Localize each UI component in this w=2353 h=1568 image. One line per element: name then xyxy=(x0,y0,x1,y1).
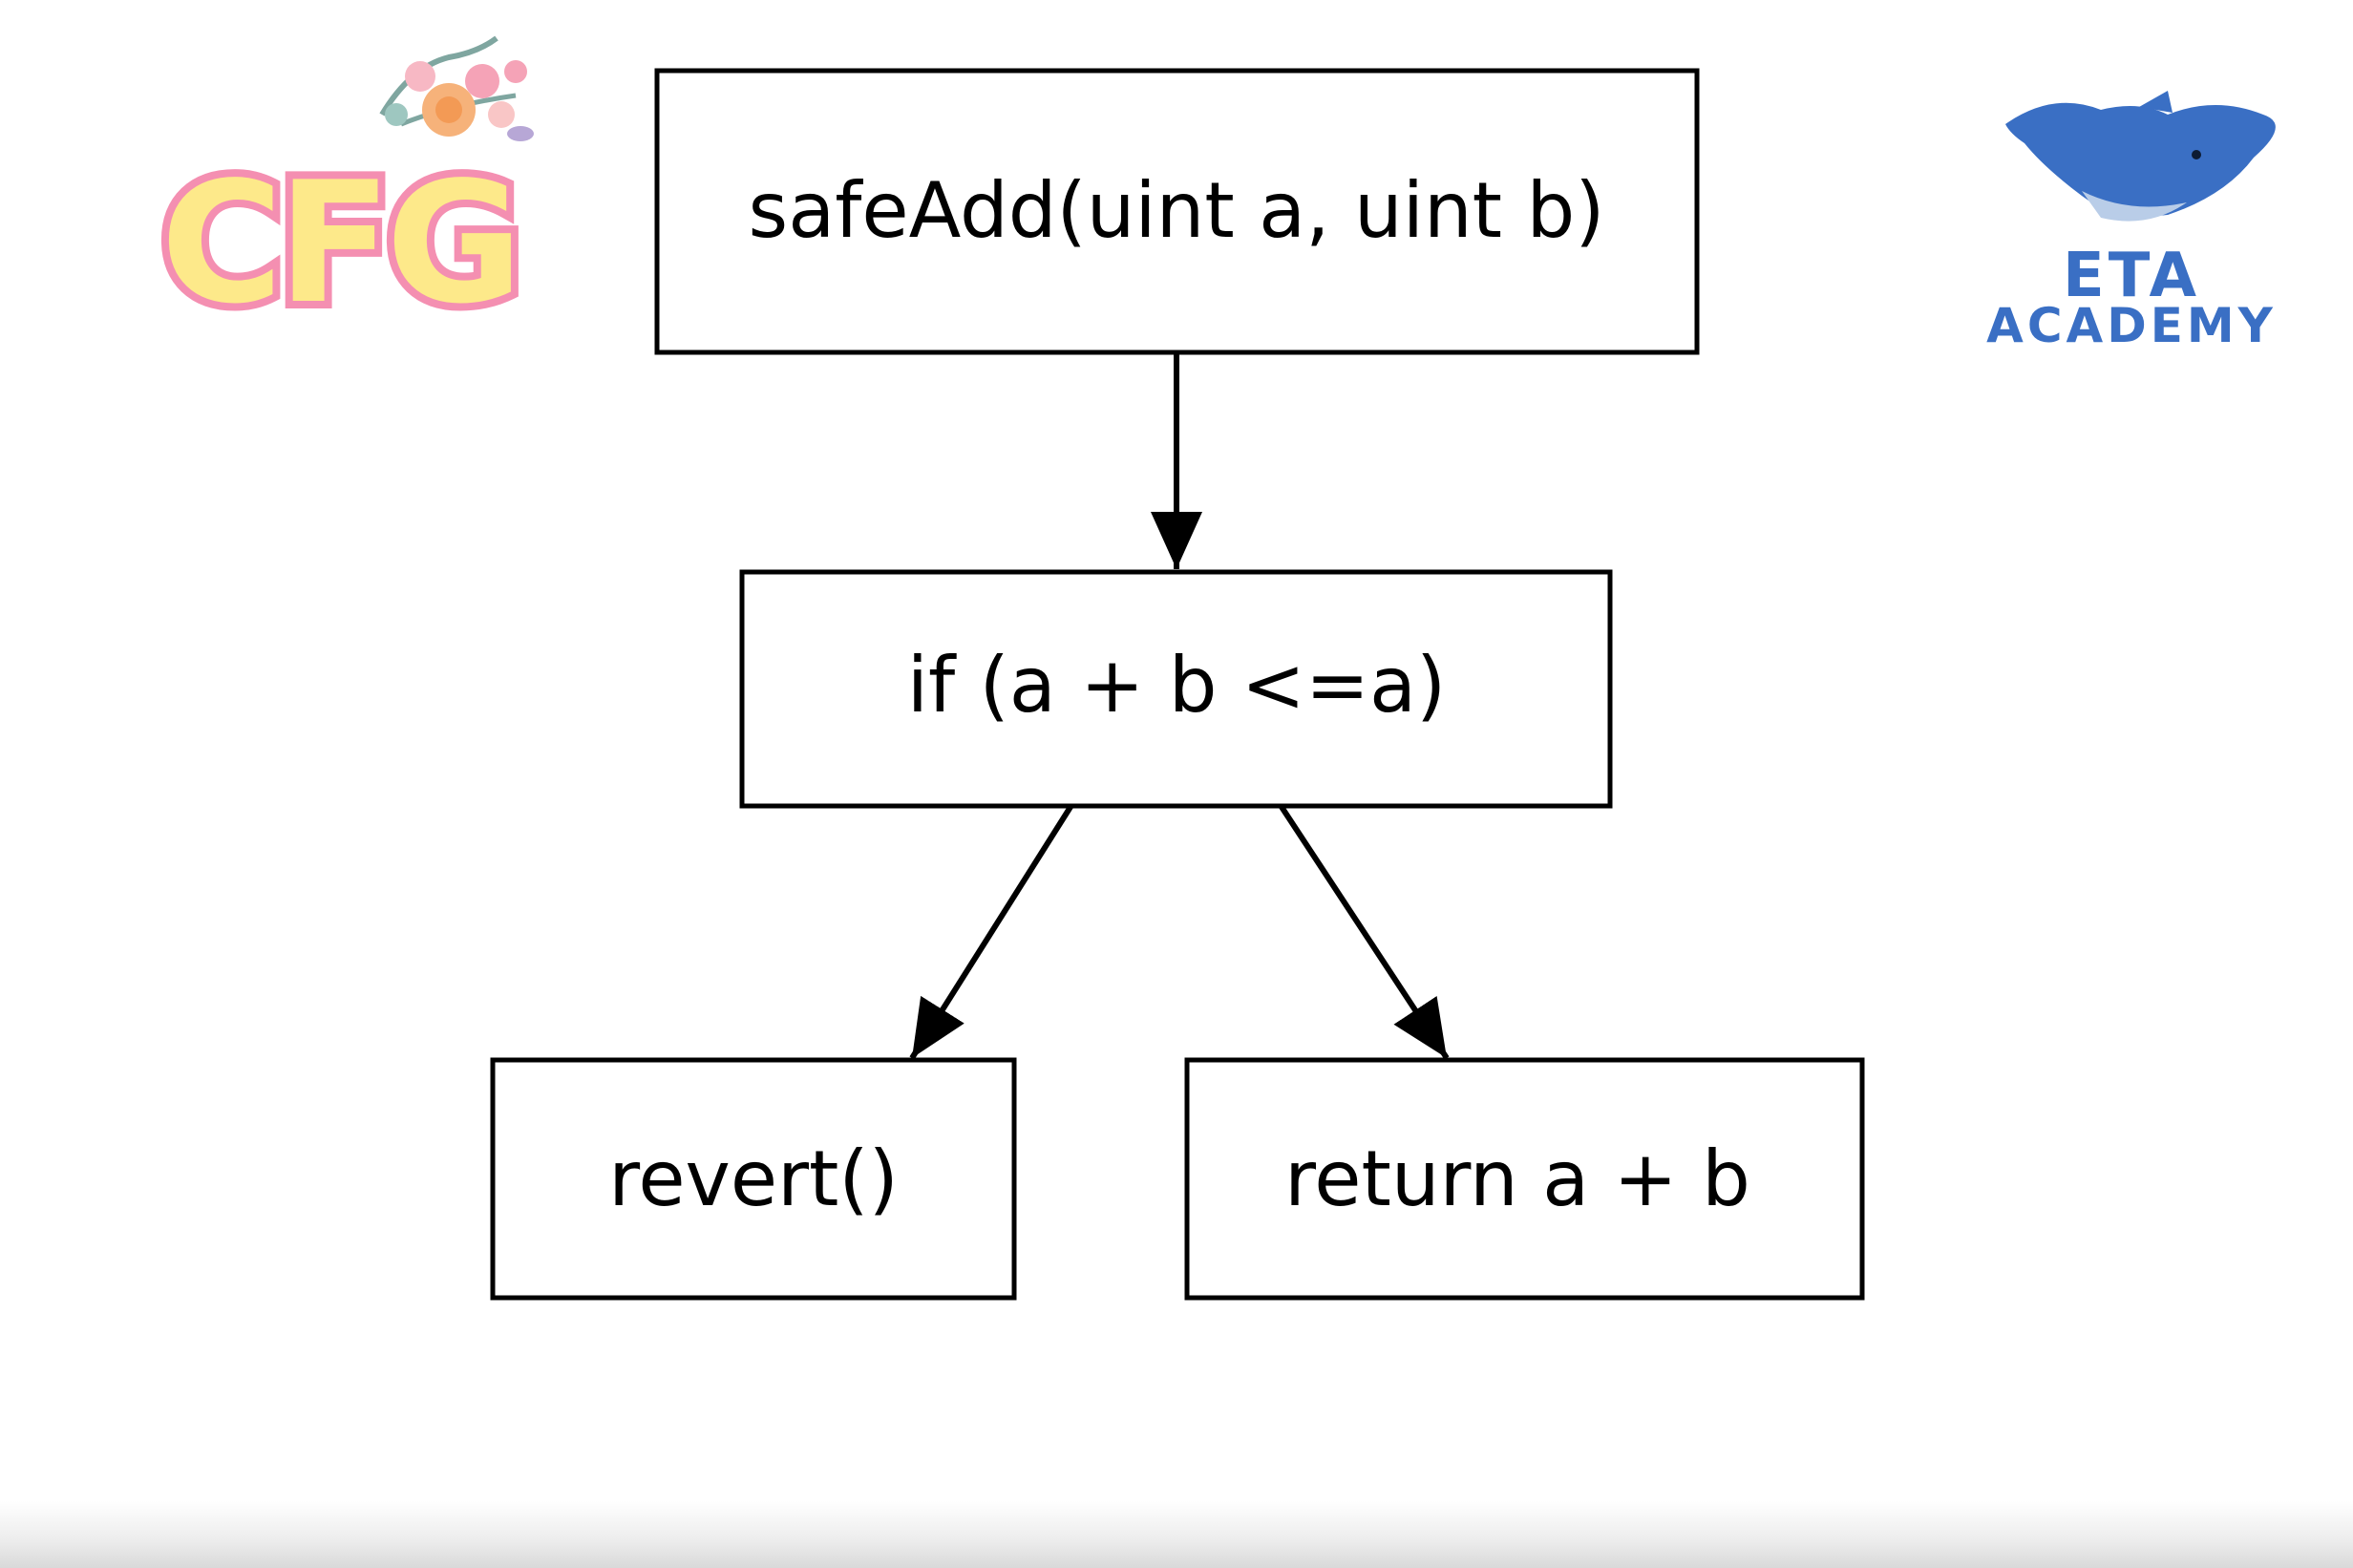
node-return-box xyxy=(1184,1057,1865,1301)
node-return-label: return a + b xyxy=(1284,1134,1750,1223)
eta-logo-line1: ETA xyxy=(2063,241,2200,311)
edge-cond-to-return xyxy=(1279,805,1450,1060)
cfg-logo-text: CFG xyxy=(160,147,518,341)
bottom-shadow xyxy=(0,1501,2353,1568)
node-condition-box xyxy=(739,569,1613,809)
edges xyxy=(909,353,1450,1060)
eta-logo-line2: ACADEMY xyxy=(1986,298,2277,353)
node-condition-label: if (a + b <=a) xyxy=(907,641,1446,730)
node-revert-label: revert() xyxy=(608,1134,899,1223)
node-entry-box xyxy=(654,68,1700,355)
node-return: return a + b xyxy=(1184,1057,1865,1301)
eta-academy-logo: ETA ACADEMY xyxy=(1986,91,2277,353)
node-entry: safeAdd(uint a, uint b) xyxy=(654,68,1700,355)
dolphin-icon xyxy=(2005,91,2276,222)
node-revert-box xyxy=(490,1057,1017,1301)
node-entry-label: safeAdd(uint a, uint b) xyxy=(749,166,1605,255)
node-condition: if (a + b <=a) xyxy=(739,569,1613,809)
node-revert: revert() xyxy=(490,1057,1017,1301)
flower-icon xyxy=(379,35,534,141)
edge-cond-to-revert xyxy=(909,805,1073,1060)
cfg-logo: CFG xyxy=(153,35,534,349)
